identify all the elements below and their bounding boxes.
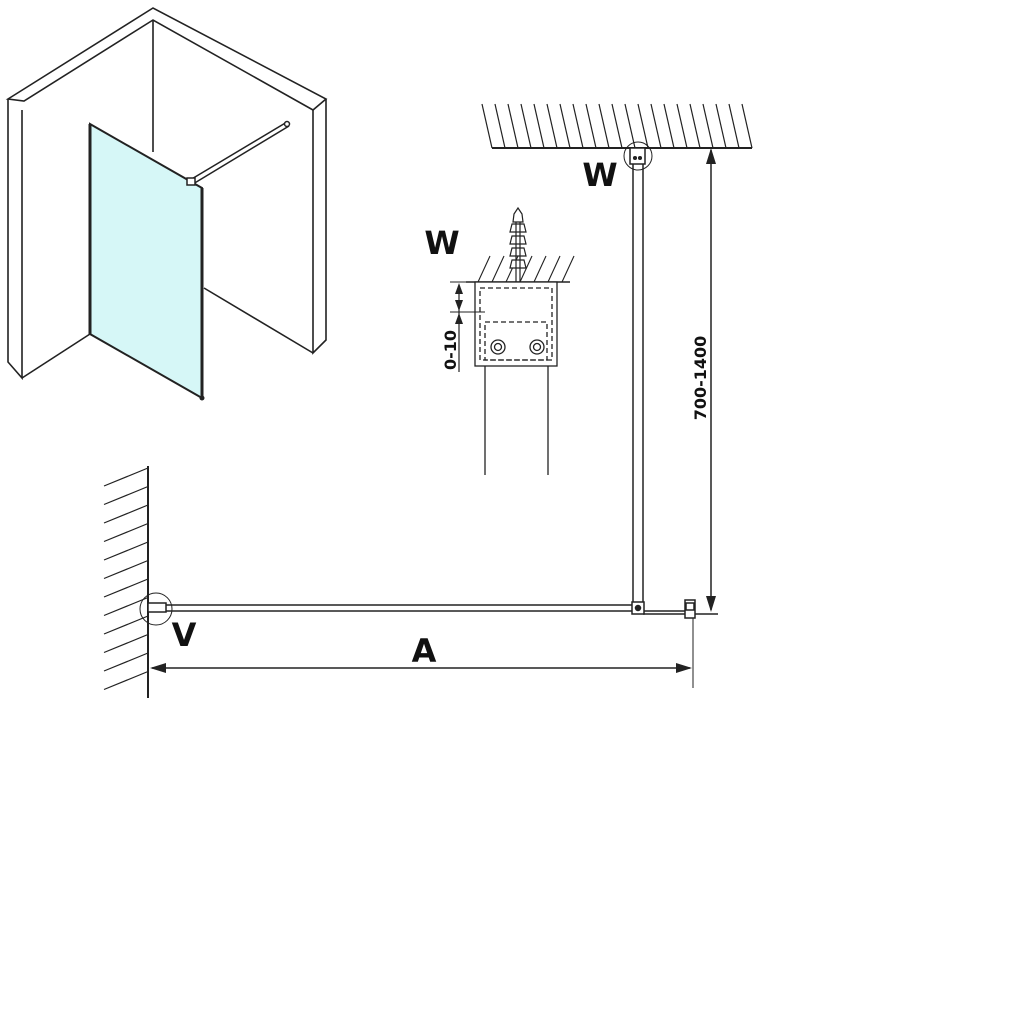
ceiling-strut <box>623 141 653 613</box>
left-wall <box>103 466 149 698</box>
hatch-line <box>611 103 623 149</box>
hatch-line <box>741 103 753 149</box>
hatch-line <box>663 103 675 149</box>
dimension-a-label: A <box>412 632 437 670</box>
ceiling-label: W <box>582 156 617 194</box>
hatch-line <box>103 522 149 543</box>
detail-label: W <box>424 224 459 262</box>
hatch-line <box>585 103 597 149</box>
wall-bar <box>139 592 718 626</box>
hatch-line <box>715 103 727 149</box>
hatch-line <box>103 578 149 598</box>
hatch-line <box>103 652 149 672</box>
hatch-line <box>103 467 149 487</box>
room-corner <box>5 7 328 381</box>
glass-panel <box>88 122 205 401</box>
hatch-line <box>520 103 532 149</box>
detail-w: W <box>424 206 575 475</box>
screw-anchor-icon <box>509 206 527 292</box>
detail-circle-wall <box>139 592 173 626</box>
ceiling <box>481 103 753 149</box>
hatch-line <box>491 255 505 283</box>
hatch-line <box>103 596 149 617</box>
hatch-line <box>676 103 688 149</box>
hatch-line <box>598 103 610 149</box>
hatch-line <box>103 559 149 580</box>
hatch-line <box>103 504 149 524</box>
hatch-line <box>637 103 649 149</box>
hatch-line <box>546 103 558 149</box>
perspective-illustration <box>5 7 328 401</box>
hatch-line <box>624 103 636 149</box>
hatch-line <box>702 103 714 149</box>
hatch-line <box>533 255 547 283</box>
hatch-line <box>519 255 533 283</box>
hatch-line <box>572 103 584 149</box>
hatch-line <box>494 103 506 149</box>
hatch-line <box>547 255 561 283</box>
hatch-line <box>103 485 149 506</box>
detail-circle-ceiling <box>623 141 653 171</box>
hatch-line <box>481 103 493 149</box>
dimension-adjust-label: 0-10 <box>441 330 460 370</box>
hatch-line <box>559 103 571 149</box>
hatch-line <box>507 103 519 149</box>
hatch-line <box>728 103 740 149</box>
hatch-line <box>477 255 491 283</box>
bracket-block <box>474 281 558 475</box>
hatch-line <box>689 103 701 149</box>
hatch-line <box>561 255 575 283</box>
dimension-adjust: 0-10 <box>441 281 485 372</box>
hatch-line <box>650 103 662 149</box>
hatch-line <box>533 103 545 149</box>
wall-label: V <box>172 616 197 654</box>
dimension-strut-label: 700-1400 <box>691 336 710 421</box>
hatch-line <box>103 615 149 635</box>
hatch-line <box>103 670 149 691</box>
dimension-strut: 700-1400 <box>691 147 720 612</box>
dimension-a: A <box>150 618 694 688</box>
hatch-line <box>103 633 149 654</box>
support-bar <box>186 120 291 186</box>
hatch-line <box>103 541 149 561</box>
